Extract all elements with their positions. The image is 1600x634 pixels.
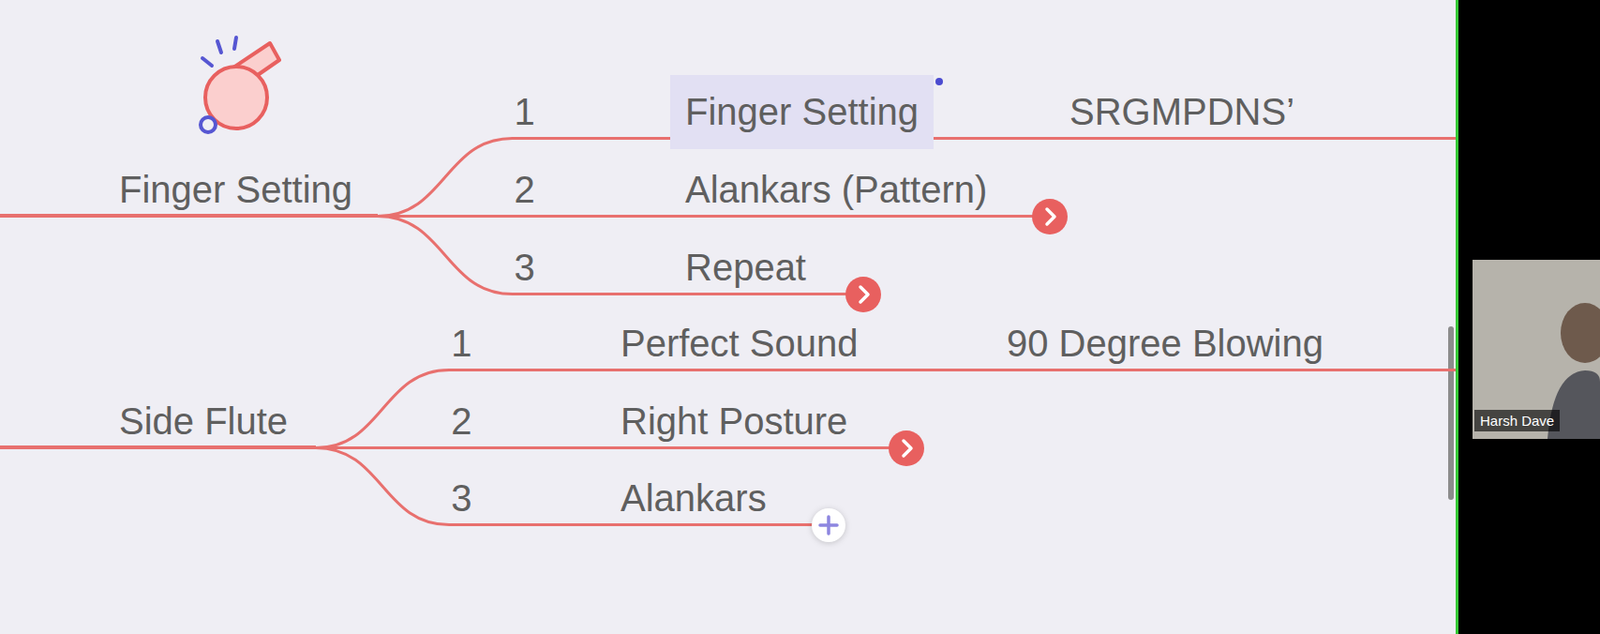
sub-topic: Finger Setting [670, 87, 939, 140]
collapse-icon [1031, 197, 1069, 236]
branch-line [315, 370, 606, 449]
topic-text: Alankars (Pattern) [685, 168, 987, 211]
whistle-icon [200, 37, 280, 133]
branch-number: 1 [450, 317, 472, 371]
topic-text: 90 Degree Blowing [1006, 322, 1324, 365]
sub-topic: SRGMPDNS’ [1049, 87, 1456, 140]
branch-line [877, 368, 992, 372]
sub-topic: Alankars [605, 473, 829, 526]
branch-line [315, 448, 606, 525]
topic-text: Repeat [685, 246, 807, 289]
participant-name: Harsh Dave [1474, 409, 1560, 432]
branch-line [377, 214, 671, 218]
scrollbar [1448, 326, 1454, 500]
topic-text: SRGMPDNS’ [1069, 90, 1295, 134]
add-icon [809, 506, 848, 544]
sub-topic: Perfect Sound [605, 318, 878, 372]
node-layer: Finger SettingFinger SettingSRGMPDNS’Ala… [0, 0, 1456, 634]
main-topic: Finger Setting [0, 164, 378, 218]
sub-topic: Right Posture [605, 396, 907, 449]
branch-number: 3 [514, 241, 536, 295]
branch-number: 2 [450, 395, 472, 449]
collapse-icon [844, 275, 883, 314]
topic-text: Side Flute [119, 400, 288, 443]
topic-text: Alankars [620, 477, 767, 520]
video-tile: Harsh Dave [1472, 259, 1600, 439]
branch-line [377, 138, 671, 217]
topic-text: Right Posture [620, 400, 848, 443]
sub-topic: Alankars (Pattern) [670, 164, 1050, 218]
branch-line [315, 446, 606, 449]
branch-number: 3 [450, 472, 472, 525]
mindmap-canvas: Finger SettingFinger SettingSRGMPDNS’Ala… [0, 0, 1456, 634]
branch-line [938, 136, 1050, 140]
sub-topic: Repeat [670, 242, 864, 296]
main-topic: Side Flute [0, 396, 316, 449]
branch-line [377, 216, 671, 295]
topic-text: Finger Setting [119, 168, 353, 211]
topic-text: Perfect Sound [620, 322, 859, 365]
sub-topic: 90 Degree Blowing [991, 318, 1456, 372]
topic-text: Finger Setting [670, 74, 934, 150]
branch-number: 2 [514, 164, 536, 217]
branch-number: 1 [514, 86, 536, 139]
selection-handle [935, 77, 943, 86]
window-border [1455, 0, 1459, 634]
collapse-icon [887, 429, 926, 467]
